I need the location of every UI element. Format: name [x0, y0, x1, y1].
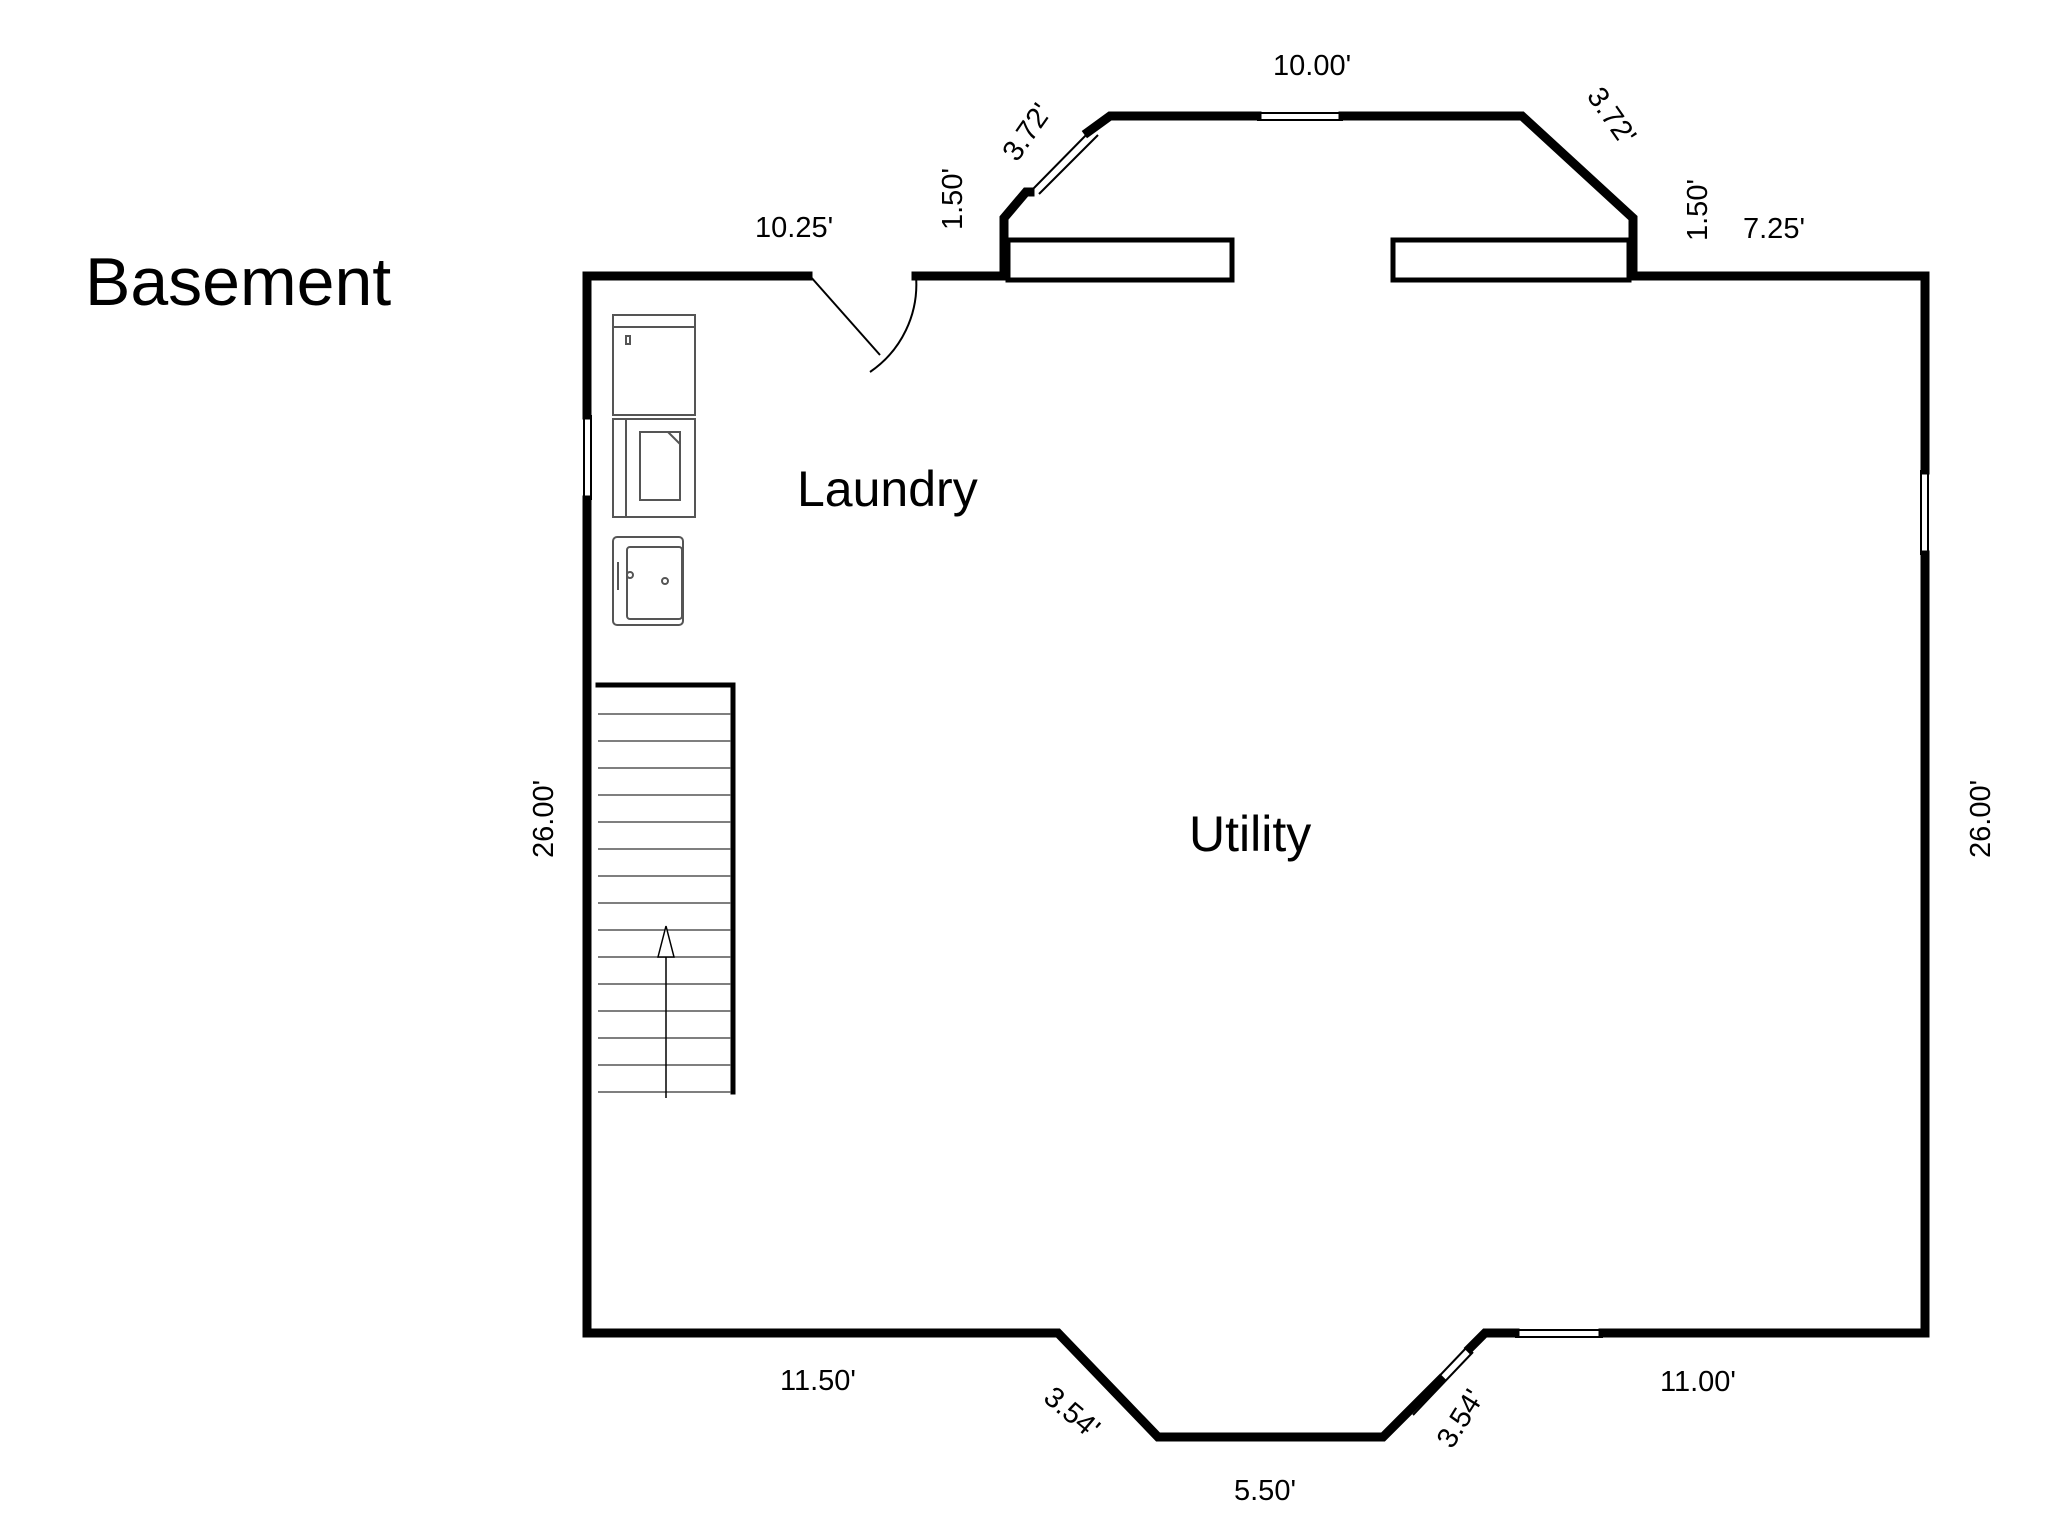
dim-top-right-wall: 7.25'	[1743, 213, 1805, 245]
room-label-utility: Utility	[1189, 806, 1311, 862]
dim-top-right-jog: 1.50'	[1682, 179, 1714, 241]
floor-title: Basement	[85, 244, 391, 320]
window-right-wall	[1920, 470, 1929, 555]
utility-sink	[612, 536, 684, 626]
window-top-bay	[1257, 112, 1343, 121]
windows	[583, 112, 1929, 1416]
exterior-walls	[582, 111, 1930, 1442]
stair-treads	[598, 713, 731, 1093]
dim-top-left-wall: 10.25'	[755, 212, 833, 244]
bay-shelf-right	[1390, 237, 1632, 283]
dryer	[612, 314, 696, 416]
dim-top-left-jog: 1.50'	[937, 168, 969, 230]
dim-left-wall: 26.00'	[528, 780, 560, 858]
stair-arrow-icon	[657, 925, 675, 1098]
staircase	[595, 682, 736, 1098]
dim-right-wall: 26.00'	[1965, 780, 1997, 858]
window-bottom-bay-angle	[1406, 1346, 1474, 1416]
dim-bottom-right-bay-angle: 3.54'	[1431, 1384, 1491, 1454]
dim-bottom-left-wall: 11.50'	[780, 1365, 856, 1397]
dim-top-right-bay-angle: 3.72'	[1580, 82, 1642, 151]
dim-bottom-right-wall: 11.00'	[1660, 1366, 1736, 1398]
dim-bottom-bay: 5.50'	[1234, 1475, 1296, 1507]
door	[809, 275, 918, 373]
window-left-bay-angle	[1032, 128, 1099, 195]
dim-top-left-bay-angle: 3.72'	[997, 98, 1059, 167]
window-left-wall	[583, 415, 592, 500]
room-label-laundry: Laundry	[797, 461, 978, 517]
dim-bottom-left-bay-angle: 3.54'	[1038, 1381, 1106, 1445]
washer	[612, 418, 696, 518]
window-bottom-right	[1515, 1329, 1603, 1338]
bay-shelf-left	[1005, 237, 1235, 283]
dim-top-bay: 10.00'	[1273, 50, 1351, 82]
